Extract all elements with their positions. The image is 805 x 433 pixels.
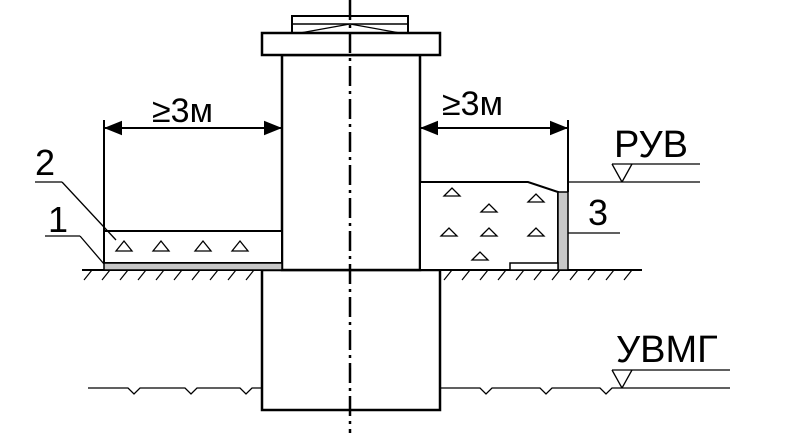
dimension-left-label: ≥3м (152, 92, 213, 130)
callout-3-label: 3 (588, 192, 608, 233)
callout-2-label: 2 (35, 142, 55, 183)
leader-1 (45, 235, 105, 265)
right-pavement (419, 181, 569, 271)
level-uvmg-label: УВМГ (616, 329, 718, 371)
level-ruv-label: РУВ (614, 124, 688, 166)
dimension-right (420, 120, 569, 192)
dimension-right-label: ≥3м (442, 85, 503, 123)
curb-3 (557, 191, 569, 271)
layer-1 (103, 262, 283, 271)
left-pavement (103, 230, 283, 271)
groundwater-line (88, 369, 730, 395)
leader-2 (35, 181, 117, 241)
callout-1-label: 1 (48, 199, 68, 240)
dimension-left (103, 120, 282, 231)
level-mark-ruv (568, 163, 700, 183)
